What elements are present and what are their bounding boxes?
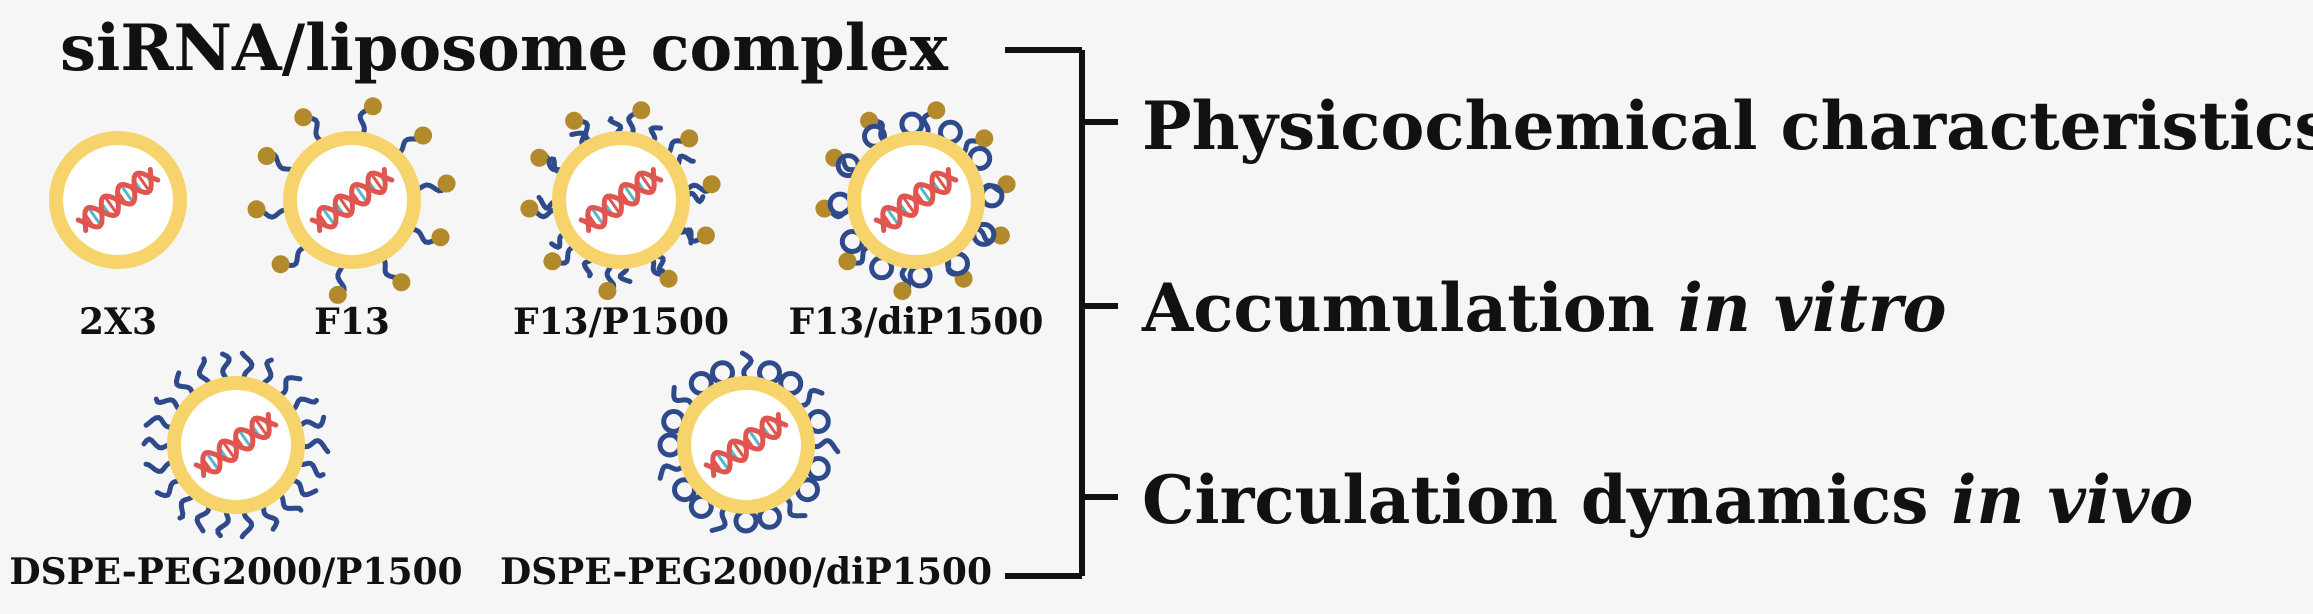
folate-ligand [414, 126, 433, 145]
outcome-accumulation-text: Accumulation [1141, 269, 1678, 347]
liposome-particle [247, 97, 456, 304]
dna-base-pair [337, 195, 353, 215]
folate-ligand [838, 252, 857, 271]
dna-base-pair [369, 172, 385, 193]
liposome-particle [520, 101, 721, 300]
dna-base-pair [135, 172, 151, 193]
folate-ligand [927, 101, 946, 120]
label-dspe-peg2000-dip1500: DSPE-PEG2000/diP1500 [500, 551, 992, 593]
label-dspe-peg2000-p1500: DSPE-PEG2000/P1500 [9, 551, 462, 593]
dna-base-pair [253, 417, 269, 438]
label-f13-p1500: F13/P1500 [513, 301, 729, 343]
outcome-circulation: Circulation dynamics in vivo [1142, 461, 2193, 539]
folate-ligand [247, 200, 266, 219]
outcome-accumulation-italic: in vitro [1678, 269, 1947, 347]
label-f13: F13 [314, 301, 390, 343]
folate-ligand [530, 148, 549, 167]
dna-base-pair [763, 417, 779, 438]
folate-ligand [392, 273, 411, 292]
dna-base-pair [87, 206, 102, 227]
folate-ligand [680, 129, 699, 148]
dna-strand [880, 167, 952, 233]
liposome-particle [657, 350, 841, 534]
folate-ligand [598, 282, 617, 300]
folate-ligand [565, 111, 584, 130]
dna-strand [585, 167, 657, 233]
folate-ligand [975, 129, 994, 148]
dna-strand [710, 412, 782, 478]
dna-base-pair [321, 206, 336, 227]
outcome-circulation-text: Circulation dynamics [1142, 461, 1951, 539]
dna-base-pair [622, 183, 638, 204]
dna-base-pair [715, 451, 730, 472]
dna-base-pair [901, 195, 917, 215]
folate-ligand [632, 101, 651, 120]
folate-ligand [431, 228, 450, 247]
dna-strand [316, 167, 388, 233]
liposome-particle [815, 101, 1016, 300]
bracket [1005, 47, 1118, 579]
label-f13-dip1500: F13/diP1500 [789, 301, 1044, 343]
dna-base-pair [885, 206, 900, 227]
outcome-physicochemical-text: Physicochemical characteristics [1142, 87, 2313, 165]
folate-ligand [257, 147, 276, 165]
dna-base-pair [917, 183, 933, 204]
dna-base-pair [731, 440, 747, 460]
label-2x3: 2X3 [79, 301, 157, 343]
dna-base-pair [353, 183, 369, 204]
dna-base-pair [606, 195, 622, 215]
folate-ligand [991, 226, 1010, 245]
dna-base-pair [237, 428, 253, 449]
dna-base-pair [638, 172, 654, 193]
folate-ligand [437, 174, 456, 193]
folate-ligand [363, 97, 382, 116]
folate-ligand [659, 269, 678, 288]
folate-ligand [543, 252, 562, 271]
dna-base-pair [590, 206, 605, 227]
dna-base-pair [747, 428, 763, 449]
folate-ligand [271, 255, 290, 274]
folate-ligand [702, 175, 721, 194]
liposome-particle [49, 131, 187, 269]
outcome-accumulation: Accumulation in vitro [1141, 269, 1947, 347]
folate-ligand [294, 108, 313, 127]
outcome-physicochemical: Physicochemical characteristics [1142, 87, 2313, 165]
outcome-circulation-italic: in vivo [1951, 461, 2193, 539]
dna-base-pair [119, 183, 135, 204]
dna-strand [200, 412, 272, 478]
folate-ligand [696, 226, 715, 245]
folate-ligand [520, 199, 539, 218]
dna-base-pair [933, 172, 949, 193]
folate-ligand [328, 285, 347, 304]
diagram-title: siRNA/liposome complex [60, 11, 949, 86]
dna-base-pair [205, 451, 220, 472]
particle-layer [49, 97, 1016, 540]
dna-base-pair [103, 195, 119, 215]
folate-ligand [893, 282, 912, 300]
dna-strand [82, 167, 154, 233]
dna-base-pair [221, 440, 237, 460]
liposome-particle [141, 350, 331, 540]
